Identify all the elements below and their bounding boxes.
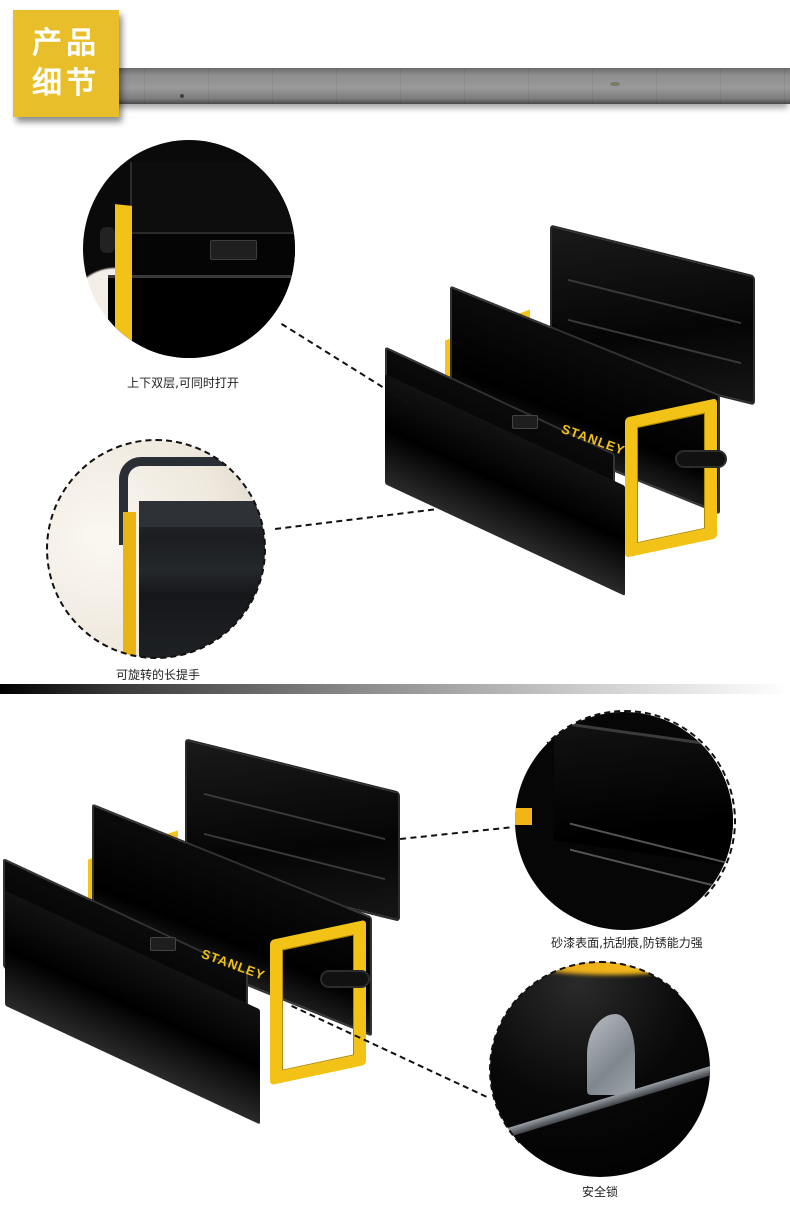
section-divider	[0, 684, 790, 694]
side-handle-yellow-right	[270, 919, 366, 1086]
toolbox-product-image-1: STANLEY	[385, 224, 755, 605]
lid-panel	[129, 161, 295, 232]
lid-rail	[568, 278, 741, 324]
detail-caption: 砂漆表面,抗刮痕,防锈能力强	[551, 936, 703, 950]
yellow-handle-edge	[114, 204, 132, 342]
handle-knob	[99, 227, 115, 254]
latch	[210, 240, 257, 260]
double-layer-detail-image	[83, 140, 295, 358]
tray-latch	[512, 415, 538, 429]
lid-rail	[203, 792, 386, 841]
lower-tray-edge	[108, 275, 295, 358]
leader-line	[400, 826, 510, 840]
side-handle-yellow-right	[625, 398, 717, 558]
texture-speck	[180, 94, 184, 98]
texture-speck	[610, 82, 620, 86]
tray-latch	[150, 937, 176, 951]
detail-caption: 安全锁	[581, 1185, 618, 1199]
section-title-line1: 产品	[32, 25, 100, 61]
carry-grip	[320, 970, 370, 988]
detail-caption: 上下双层,可同时打开	[127, 376, 239, 390]
dashed-ring	[489, 961, 711, 1178]
toolbox-product-image-2: STANLEY	[0, 738, 400, 1125]
detail-caption: 可旋转的长提手	[115, 668, 200, 682]
dashed-ring	[46, 439, 266, 659]
header-concrete-bar	[80, 68, 790, 104]
section-title-badge: 产品 细节	[13, 10, 119, 117]
carry-grip	[675, 450, 727, 468]
dashed-ring	[514, 710, 736, 932]
section-title-line2: 细节	[32, 65, 100, 101]
